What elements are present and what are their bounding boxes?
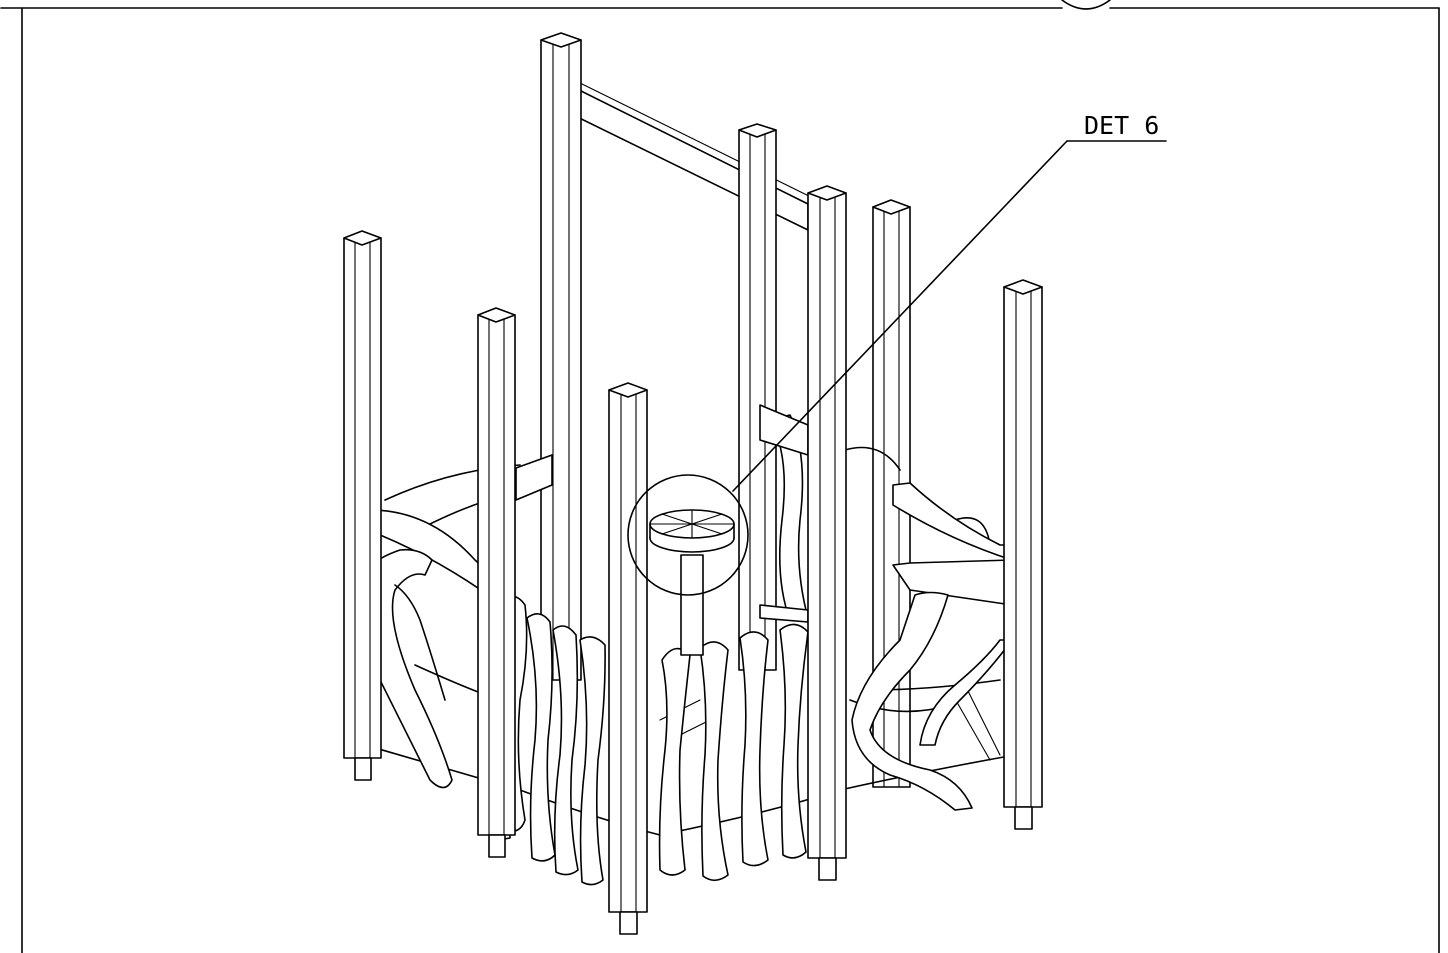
detail-label: DET 6 [1084, 111, 1159, 140]
post-feet [354, 757, 1033, 935]
right-panel [759, 404, 1013, 811]
front-right-slats [658, 604, 809, 882]
central-knob-pole [649, 509, 735, 656]
front-posts [343, 192, 1043, 913]
leader-line [732, 140, 1068, 492]
base-platform [364, 664, 1016, 836]
detail-circle [627, 474, 749, 596]
post-caps [343, 32, 1043, 398]
detail-callout: DET 6 [627, 111, 1167, 596]
